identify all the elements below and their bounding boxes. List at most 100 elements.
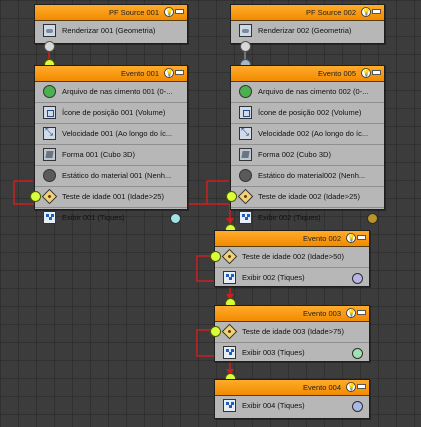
display-icon [239,211,252,224]
operator-label: Exibir 003 (Tiques) [242,348,305,357]
operator-label: Teste de idade 001 (Idade>25) [62,192,164,201]
minimize-icon[interactable] [357,384,366,389]
operator-row[interactable]: Velocidade 001 (Ao longo do íc... [35,124,187,145]
lightbulb-icon[interactable]: 💡 [361,7,371,17]
lightbulb-icon[interactable]: 💡 [361,68,371,78]
evento-005-node[interactable]: Evento 005 💡 Arquivo de nas cimento 002 … [226,65,385,224]
operator-row[interactable]: Exibir 004 (Tiques) [215,396,369,416]
age-test-icon [237,188,254,205]
display-icon [223,271,236,284]
node-header[interactable]: PF Source 002 💡 [231,5,384,21]
operator-row[interactable]: Ícone de posição 001 (Volume) [35,103,187,124]
display-icon [43,211,56,224]
operator-row[interactable]: Teste de idade 002 (Idade>25) [226,187,384,208]
display-color-swatch[interactable] [352,401,363,412]
operator-row[interactable]: Velocidade 002 (Ao longo do íc... [231,124,384,145]
lightbulb-icon[interactable]: 💡 [164,7,174,17]
operator-row[interactable]: Exibir 002 (Tiques) [215,268,369,288]
operator-label: Teste de idade 002 (Idade>25) [258,192,360,201]
render-icon [43,24,56,37]
node-header[interactable]: Evento 003 💡 [215,306,369,322]
operator-label: Exibir 001 (Tiques) [62,213,125,222]
material-icon [43,169,56,182]
evento-001-node[interactable]: Evento 001 💡 Arquivo de nas cimento 001 … [30,65,188,224]
pf-source-002-node[interactable]: PF Source 002 💡 Renderizar 002 (Geometri… [230,4,385,44]
birth-icon [239,85,252,98]
operator-row[interactable]: Renderizar 001 (Geometria) [35,21,187,41]
node-title: Evento 001 [121,69,159,78]
operator-row[interactable]: Teste de idade 001 (Idade>25) [30,187,187,208]
evento-002-node[interactable]: Evento 002 💡 Teste de idade 002 (Idade>5… [210,230,370,288]
operator-row[interactable]: Arquivo de nas cimento 001 (0-... [35,82,187,103]
operator-row[interactable]: Exibir 002 (Tiques) [231,208,384,228]
operator-row[interactable]: Arquivo de nas cimento 002 (0-... [231,82,384,103]
source-output-port[interactable] [240,41,251,52]
operator-row[interactable]: Ícone de posição 002 (Volume) [231,103,384,124]
operator-row[interactable]: Forma 001 (Cubo 3D) [35,145,187,166]
operator-label: Teste de idade 002 (Idade>50) [242,252,344,261]
operator-label: Ícone de posição 002 (Volume) [258,108,362,117]
minimize-icon[interactable] [372,70,381,75]
test-output-port[interactable] [226,191,237,202]
source-output-port[interactable] [44,41,55,52]
node-header[interactable]: PF Source 001 💡 [35,5,187,21]
operator-row[interactable]: Exibir 003 (Tiques) [215,343,369,363]
position-icon [43,106,56,119]
operator-label: Estático do material002 (Nenh... [258,171,366,180]
shape-icon [43,148,56,161]
node-header[interactable]: Evento 002 💡 [215,231,369,247]
display-icon [223,346,236,359]
age-test-icon [221,323,238,340]
operator-label: Exibir 004 (Tiques) [242,401,305,410]
operator-label: Renderizar 001 (Geometria) [62,26,156,35]
operator-row[interactable]: Forma 002 (Cubo 3D) [231,145,384,166]
operator-label: Arquivo de nas cimento 001 (0-... [62,87,173,96]
operator-label: Ícone de posição 001 (Volume) [62,108,166,117]
minimize-icon[interactable] [372,9,381,14]
test-output-port[interactable] [30,191,41,202]
operator-row[interactable]: Teste de idade 002 (Idade>50) [210,247,369,268]
node-title: Evento 003 [303,309,341,318]
operator-label: Arquivo de nas cimento 002 (0-... [258,87,369,96]
node-header[interactable]: Evento 001 💡 [35,66,187,82]
node-title: PF Source 001 [108,8,159,17]
display-color-swatch[interactable] [352,273,363,284]
lightbulb-icon[interactable]: 💡 [346,233,356,243]
pf-source-001-node[interactable]: PF Source 001 💡 Renderizar 001 (Geometri… [34,4,188,44]
node-title: PF Source 002 [305,8,356,17]
operator-row[interactable]: Exibir 001 (Tiques) [35,208,187,228]
minimize-icon[interactable] [357,235,366,240]
position-icon [239,106,252,119]
operator-row[interactable]: Estático do material002 (Nenh... [231,166,384,187]
minimize-icon[interactable] [175,70,184,75]
minimize-icon[interactable] [357,310,366,315]
lightbulb-icon[interactable]: 💡 [346,308,356,318]
node-header[interactable]: Evento 005 💡 [231,66,384,82]
speed-icon [239,127,252,140]
birth-icon [43,85,56,98]
evento-003-node[interactable]: Evento 003 💡 Teste de idade 003 (Idade>7… [210,305,370,363]
node-title: Evento 005 [318,69,356,78]
node-title: Evento 004 [303,383,341,392]
node-header[interactable]: Evento 004 💡 [215,380,369,396]
evento-004-node[interactable]: Evento 004 💡 Exibir 004 (Tiques) [214,379,370,419]
operator-row[interactable]: Renderizar 002 (Geometria) [231,21,384,41]
display-color-swatch[interactable] [352,348,363,359]
lightbulb-icon[interactable]: 💡 [346,382,356,392]
render-icon [239,24,252,37]
test-output-port[interactable] [210,326,221,337]
material-icon [239,169,252,182]
operator-row[interactable]: Teste de idade 003 (Idade>75) [210,322,369,343]
wire-event5-event2 [206,180,229,204]
operator-label: Exibir 002 (Tiques) [258,213,321,222]
lightbulb-icon[interactable]: 💡 [164,68,174,78]
operator-row[interactable]: Estático do material 001 (Nenh... [35,166,187,187]
test-output-port[interactable] [210,251,221,262]
display-color-swatch[interactable] [367,213,378,224]
operator-label: Forma 002 (Cubo 3D) [258,150,331,159]
speed-icon [43,127,56,140]
display-color-swatch[interactable] [170,213,181,224]
node-title: Evento 002 [303,234,341,243]
minimize-icon[interactable] [175,9,184,14]
operator-label: Forma 001 (Cubo 3D) [62,150,135,159]
